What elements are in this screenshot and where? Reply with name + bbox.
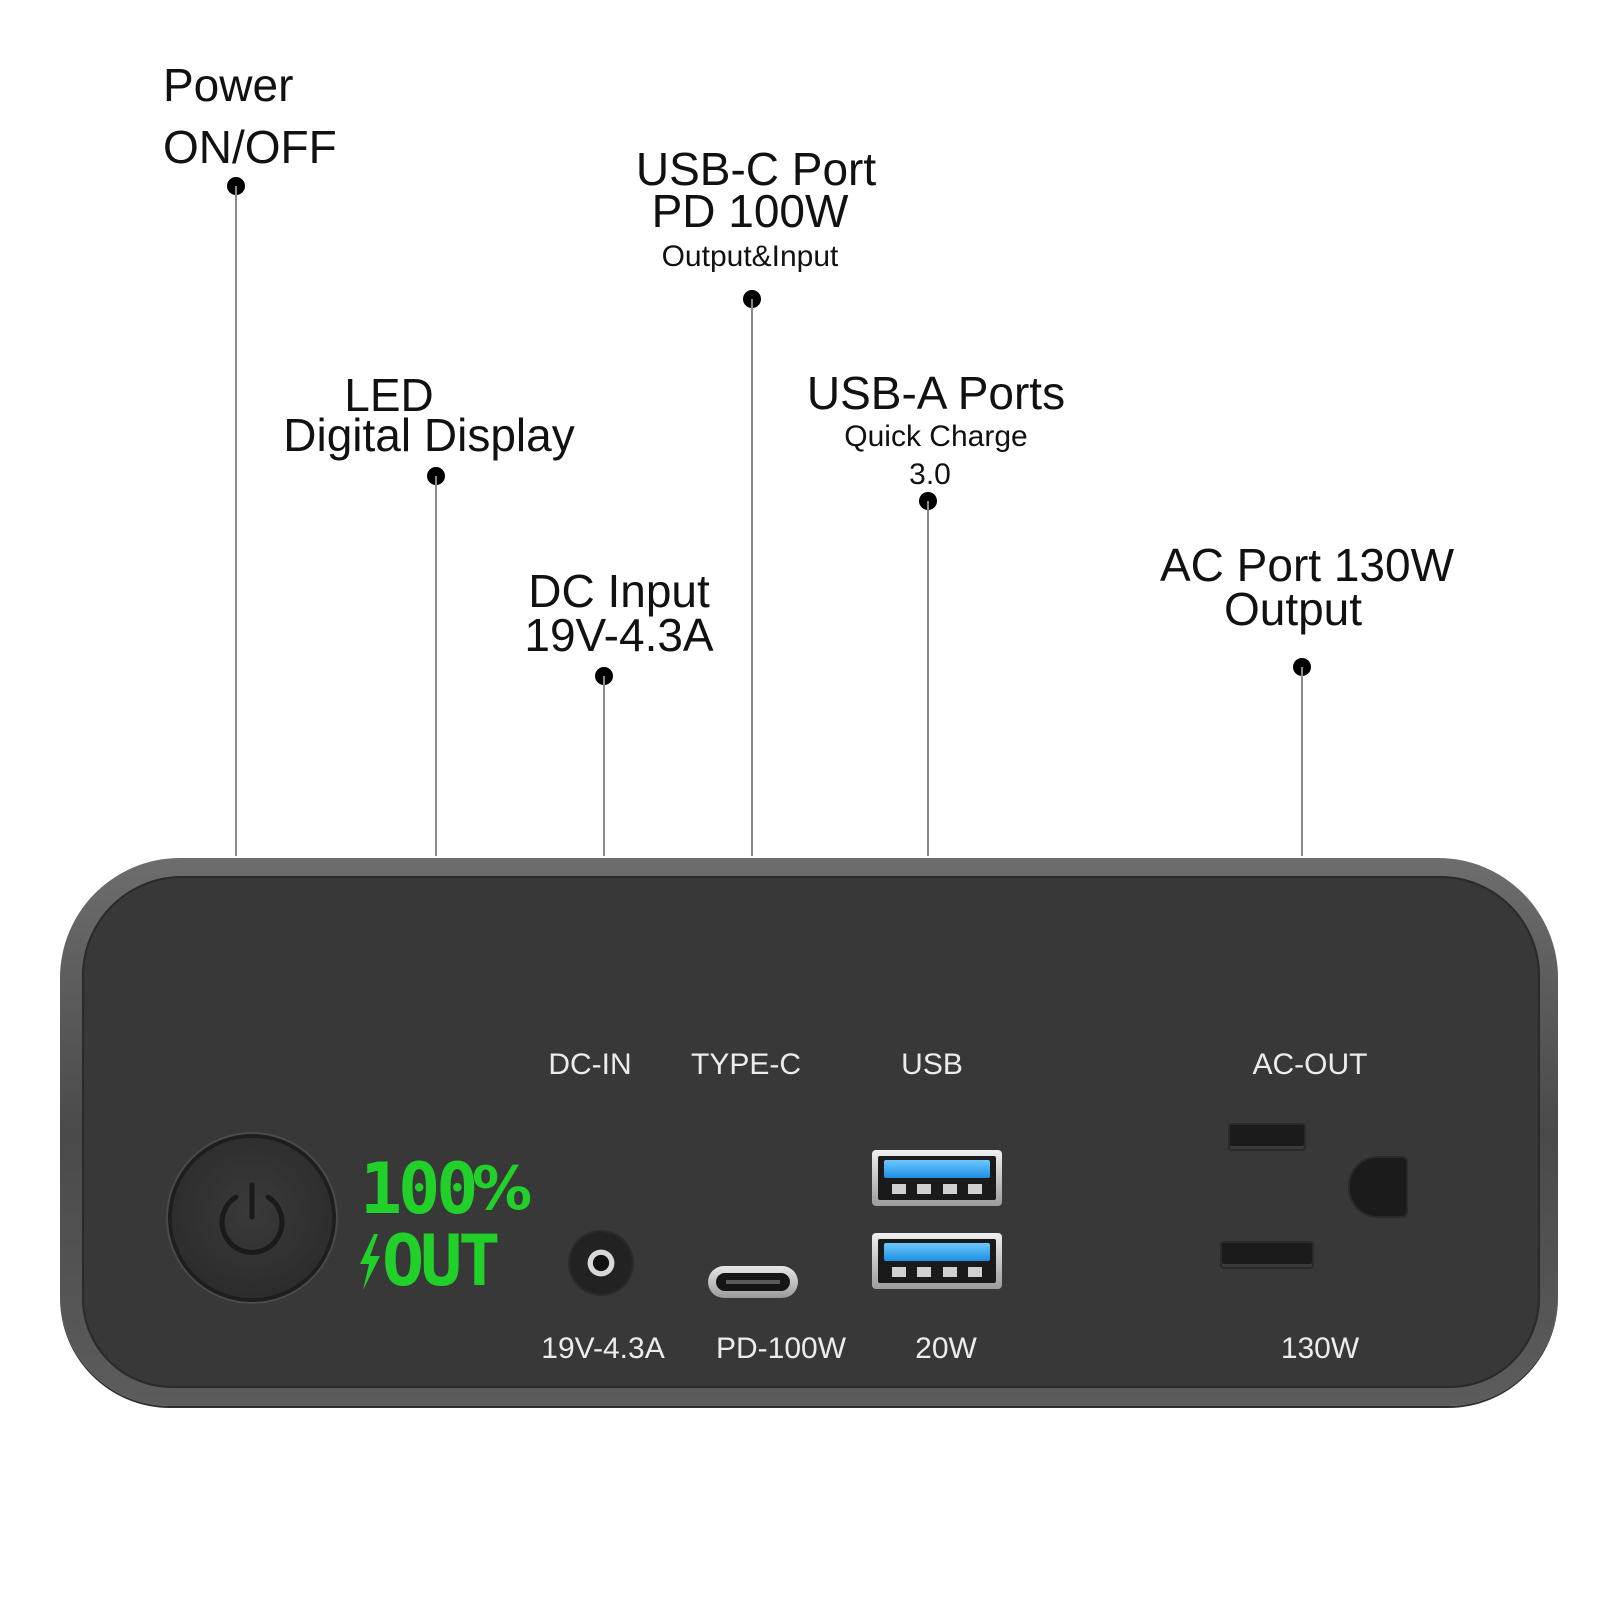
display-percent-sign: %	[472, 1154, 533, 1224]
callout-power-line1: Power	[163, 59, 294, 111]
callout-usbc-line2: PD 100W	[651, 185, 849, 237]
display-mode: OUT	[382, 1220, 500, 1302]
usb-a-port-2[interactable]	[872, 1233, 1002, 1289]
callout-line-ac	[1301, 667, 1303, 856]
callout-ac-line2: Output	[1223, 583, 1363, 635]
label-usb: USB	[901, 1048, 963, 1081]
usb-a-port-1[interactable]	[872, 1150, 1002, 1206]
label-ac-out: AC-OUT	[1252, 1048, 1368, 1081]
ac-outlet-slot-bottom	[1222, 1243, 1312, 1267]
power-button[interactable]	[172, 1138, 332, 1298]
callout-usba-line1: USB-A Ports	[806, 367, 1066, 419]
ac-outlet[interactable]	[1215, 1115, 1415, 1275]
callout-ac: AC Port 130W Output	[1148, 542, 1466, 632]
callout-dc-input: DC Input 19V-4.3A	[514, 568, 724, 658]
usb-c-port-opening	[716, 1273, 790, 1291]
callout-usbc: USB-C Port PD 100W Output&Input	[626, 146, 886, 272]
callout-line-power	[235, 186, 237, 856]
label-pd-rating: PD-100W	[715, 1332, 847, 1365]
callout-line-usba	[927, 501, 929, 856]
label-usb-rating: 20W	[915, 1332, 977, 1365]
callout-line-led	[435, 476, 437, 856]
ac-outlet-slot-top	[1230, 1125, 1304, 1149]
label-dc-in: DC-IN	[548, 1048, 632, 1081]
callout-ac-line1: AC Port 130W	[1160, 539, 1454, 591]
callout-power-line2: ON/OFF	[163, 121, 337, 173]
led-digital-display: 100 % OUT	[360, 1148, 533, 1302]
callout-dc-input-line2: 19V-4.3A	[524, 609, 714, 661]
label-ac-rating: 130W	[1280, 1332, 1360, 1365]
callout-usbc-line3: Output&Input	[661, 240, 839, 273]
power-icon	[219, 1182, 285, 1255]
callout-dc-input-line1: DC Input	[528, 565, 710, 617]
callout-usba-line3: 3.0	[909, 458, 951, 491]
callout-line-dc-input	[603, 676, 605, 856]
label-type-c: TYPE-C	[690, 1048, 802, 1081]
callout-led: LED Digital Display	[274, 372, 584, 458]
lightning-icon	[360, 1234, 380, 1290]
dc-input-port[interactable]	[570, 1232, 632, 1294]
callout-led-line1: LED	[344, 369, 434, 421]
callout-line-usbc	[751, 299, 753, 856]
callout-usbc-line1: USB-C Port	[635, 143, 877, 195]
label-dc-rating: 19V-4.3A	[541, 1332, 665, 1365]
ac-outlet-ground-hole	[1350, 1158, 1406, 1216]
callout-usba-line2: Quick Charge	[844, 420, 1028, 453]
callout-led-line2: Digital Display	[283, 409, 575, 461]
usb-c-port[interactable]	[708, 1266, 798, 1298]
callout-usba: USB-A Ports Quick Charge 3.0	[800, 370, 1072, 490]
display-battery-level: 100	[360, 1148, 478, 1230]
callout-power: Power ON/OFF	[163, 62, 337, 170]
